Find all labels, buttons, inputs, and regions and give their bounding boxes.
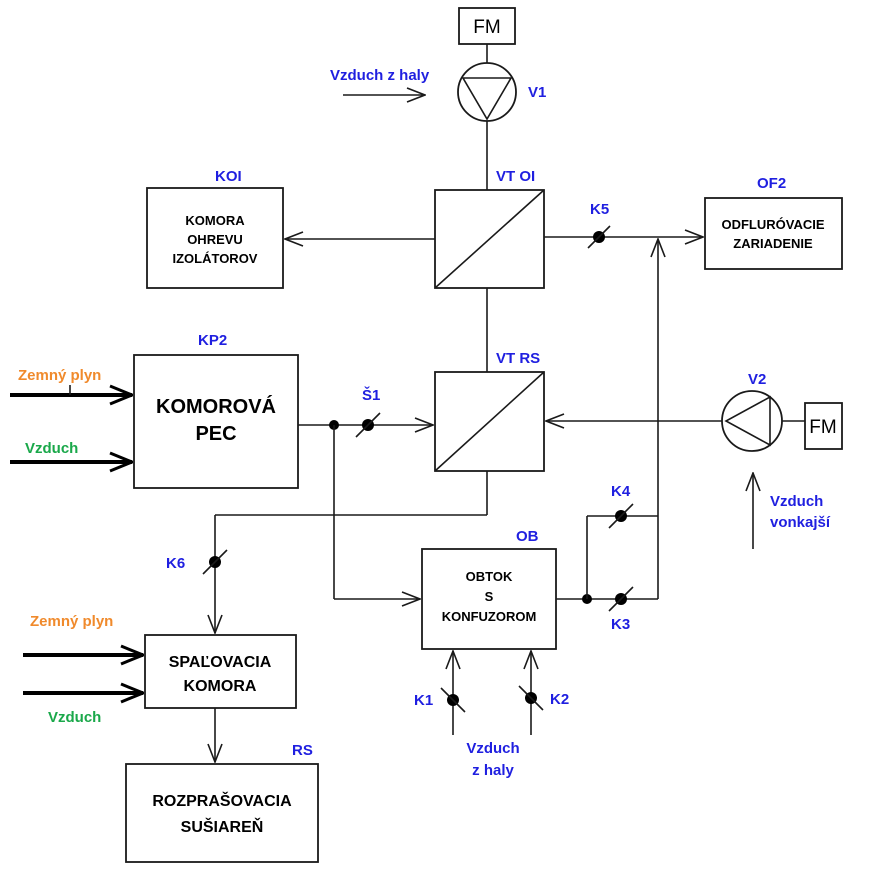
kp2-box — [133, 354, 299, 489]
ob-line3: KONFUZOROM — [442, 609, 537, 624]
spal-box — [144, 634, 297, 709]
koi-line3: IZOLÁTOROV — [173, 251, 258, 266]
valve-s1-label: Š1 — [362, 386, 380, 404]
rs-box — [125, 763, 319, 863]
air-hall-bottom-line2: z haly — [472, 762, 514, 779]
of2-line2: ZARIADENIE — [733, 236, 813, 251]
kp2-line1: KOMOROVÁ — [156, 395, 276, 418]
of2-line1: ODFLURÓVACIE — [721, 217, 824, 232]
valve-k3-label: K3 — [611, 616, 630, 633]
fm-label-top: FM — [473, 17, 500, 38]
fan-v2-label: V2 — [748, 371, 766, 388]
of2-box — [704, 197, 843, 270]
kp2-gas-label: Zemný plyn — [18, 367, 101, 384]
of2-tag: OF2 — [757, 175, 786, 192]
spal-line2: KOMORA — [184, 678, 257, 695]
ob-box — [421, 548, 557, 650]
rs-line2: SUŠIAREŇ — [181, 817, 264, 836]
kp2-tag: KP2 — [198, 332, 227, 349]
vt-rs-exchanger — [434, 371, 545, 472]
rs-line1: ROZPRAŠOVACIA — [152, 791, 292, 810]
kp2-air-label: Vzduch — [25, 440, 78, 457]
spal-line1: SPAĽOVACIA — [169, 654, 272, 671]
ob-tag: OB — [516, 528, 539, 545]
air-hall-bottom-line1: Vzduch — [466, 740, 519, 757]
fan-v1-icon — [457, 62, 517, 122]
air-outside-line2: vonkajší — [770, 514, 831, 531]
koi-line2: OHREVU — [187, 232, 243, 247]
koi-line1: KOMORA — [185, 213, 245, 228]
air-outside-line1: Vzduch — [770, 493, 823, 510]
valve-k4-label: K4 — [611, 483, 631, 500]
koi-box — [146, 187, 284, 289]
spal-gas-label: Zemný plyn — [30, 613, 113, 630]
ob-line2: S — [485, 589, 494, 604]
rs-tag: RS — [292, 742, 313, 759]
valve-k2-label: K2 — [550, 691, 569, 708]
koi-tag: KOI — [215, 168, 242, 185]
fan-v2-icon — [721, 390, 783, 452]
valve-k6-label: K6 — [166, 555, 185, 572]
air-hall-top-label: Vzduch z haly — [330, 67, 430, 84]
fm-label-right: FM — [809, 417, 836, 438]
vt-rs-label: VT RS — [496, 350, 540, 367]
valve-k1-label: K1 — [414, 692, 433, 709]
vt-oi-label: VT OI — [496, 168, 535, 185]
fan-v1-label: V1 — [528, 84, 546, 101]
valve-k5-label: K5 — [590, 201, 609, 218]
fm-box-right — [804, 402, 843, 450]
spal-air-label: Vzduch — [48, 709, 101, 726]
kp2-line2: PEC — [195, 423, 236, 445]
ob-line1: OBTOK — [466, 569, 513, 584]
vt-oi-exchanger — [434, 189, 545, 289]
